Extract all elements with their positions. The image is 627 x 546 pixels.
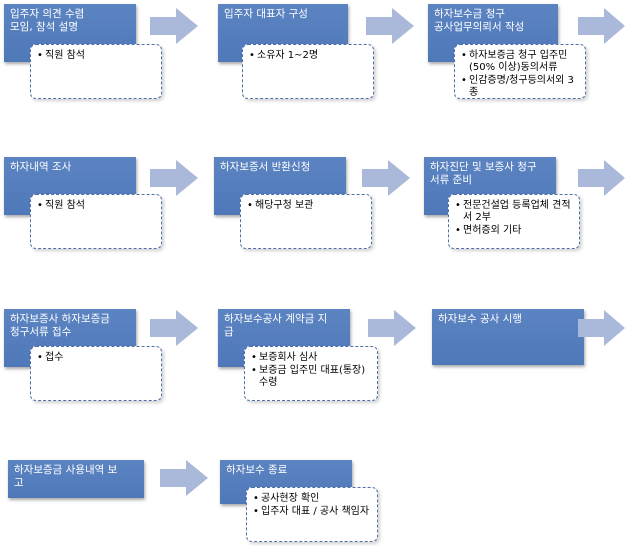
- step-box: 하자보수 공사 시행: [432, 309, 584, 365]
- detail-item: 공사현장 확인: [253, 493, 373, 505]
- flow-arrow-icon: [578, 8, 625, 44]
- detail-item: 인감증명/청구등의서외 3종: [461, 75, 581, 98]
- step-title: 하자보증사 하자보증금 청구서류 접수: [10, 313, 110, 338]
- step-title: 하자보수공사 계약금 지 급: [224, 313, 328, 338]
- step-title: 하자보수금 청구 공사업무의뢰서 작성: [434, 8, 525, 33]
- detail-item: 보증금 입주민 대표(통장)수령: [251, 365, 373, 389]
- step-title: 하자진단 및 보증사 청구 서류 준비: [430, 161, 537, 186]
- step-title: 하자내역 조사: [10, 161, 72, 173]
- detail-item: 소유자 1~2명: [249, 50, 369, 62]
- step-title: 하자보수 종료: [226, 464, 288, 476]
- flow-arrow-icon: [150, 310, 198, 346]
- step-title: 하자보증금 사용내역 보 고: [14, 464, 118, 489]
- flow-arrow-icon: [578, 160, 625, 196]
- step-title: 하자보수 공사 시행: [438, 313, 522, 325]
- step-detail-box: 하자보증금 청구 입주민 (50% 이상)동의서류 인감증명/청구등의서외 3종: [454, 44, 586, 99]
- detail-item: 면허증외 기타: [455, 225, 575, 237]
- detail-item: 직원 참석: [37, 200, 157, 212]
- detail-item: 접수: [37, 352, 157, 364]
- step-title: 입주자 의견 수렴 모임, 참석 설명: [10, 8, 85, 33]
- flow-arrow-icon: [366, 8, 414, 44]
- detail-item: 해당구청 보관: [247, 200, 367, 212]
- flow-arrow-icon: [150, 160, 198, 196]
- flow-arrow-icon: [368, 310, 416, 346]
- detail-item: 하자보증금 청구 입주민 (50% 이상)동의서류: [461, 50, 581, 74]
- step-detail-box: 해당구청 보관: [240, 194, 372, 249]
- flow-arrow-icon: [160, 460, 208, 496]
- step-detail-box: 직원 참석: [30, 44, 162, 99]
- step-detail-box: 전문건설업 등록업체 견적서 2부 면허증외 기타: [448, 194, 580, 249]
- step-title: 하자보증서 반환신청: [220, 161, 311, 173]
- step-detail-box: 공사현장 확인 입주자 대표 / 공사 책임자: [246, 487, 378, 542]
- flow-arrow-icon: [150, 8, 198, 44]
- flow-arrow-icon: [362, 160, 410, 196]
- step-box: 하자보증금 사용내역 보 고: [8, 460, 144, 498]
- step-detail-box: 보증회사 심사 보증금 입주민 대표(통장)수령: [244, 346, 378, 401]
- detail-item: 보증회사 심사: [251, 352, 373, 364]
- step-title: 입주자 대표자 구성: [224, 8, 308, 20]
- flow-arrow-icon: [578, 310, 625, 346]
- step-detail-box: 직원 참석: [30, 194, 162, 249]
- detail-item: 입주자 대표 / 공사 책임자: [253, 506, 373, 518]
- step-detail-box: 접수: [30, 346, 162, 401]
- detail-item: 직원 참석: [37, 50, 157, 62]
- detail-item: 전문건설업 등록업체 견적서 2부: [455, 200, 575, 224]
- step-detail-box: 소유자 1~2명: [242, 44, 374, 99]
